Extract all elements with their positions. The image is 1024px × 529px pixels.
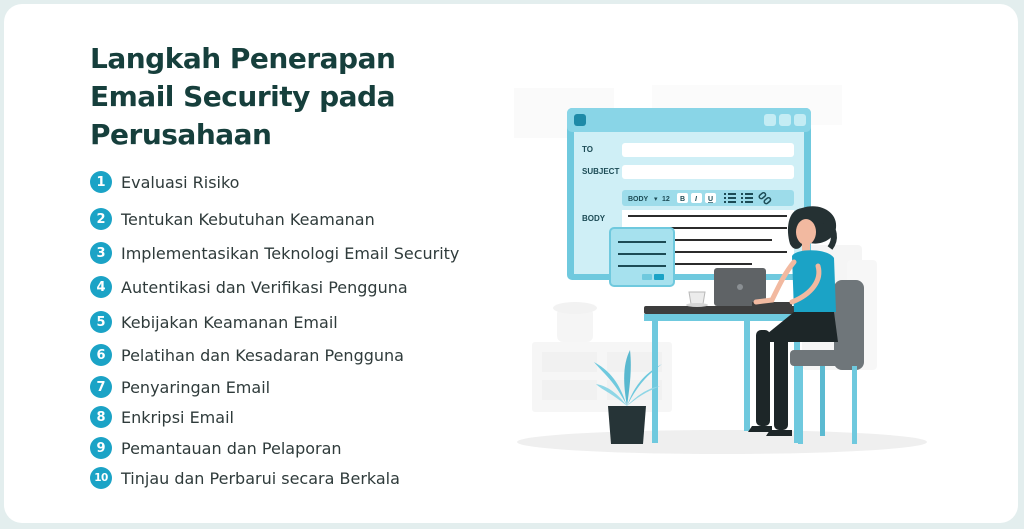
step-number-badge: 1: [90, 171, 112, 193]
page-title: Langkah Penerapan Email Security pada Pe…: [90, 40, 396, 154]
desk: [644, 306, 806, 443]
bold-button: B: [680, 196, 685, 203]
step-label: Pemantauan dan Pelaporan: [121, 438, 342, 458]
person: [748, 206, 838, 436]
step-label: Implementasikan Teknologi Email Security: [121, 243, 460, 263]
step-label: Evaluasi Risiko: [121, 172, 240, 192]
italic-button: I: [695, 196, 698, 203]
step-label: Enkripsi Email: [121, 407, 234, 427]
step-item: 10 Tinjau dan Perbarui secara Berkala: [90, 467, 400, 489]
step-label: Penyaringan Email: [121, 377, 271, 397]
step-item: 1 Evaluasi Risiko: [90, 171, 239, 193]
laptop-icon: [714, 268, 792, 306]
toolbar-style: BODY: [628, 196, 649, 203]
toolbar-size: 12: [662, 196, 670, 203]
email-window: TO SUBJECT BODY ▾ 12 B I U: [567, 108, 811, 287]
step-label: Autentikasi dan Verifikasi Pengguna: [121, 277, 408, 297]
title-line-1: Langkah Penerapan: [90, 42, 396, 75]
step-label: Kebijakan Keamanan Email: [121, 312, 338, 332]
step-number-badge: 3: [90, 242, 112, 264]
body-label: BODY: [582, 214, 606, 223]
step-label: Pelatihan dan Kesadaran Pengguna: [121, 345, 404, 365]
title-line-2: Email Security pada: [90, 80, 396, 113]
step-label: Tentukan Kebutuhan Keamanan: [121, 209, 375, 229]
step-number-badge: 9: [90, 437, 112, 459]
step-label: Tinjau dan Perbarui secara Berkala: [121, 468, 400, 488]
step-item: 3 Implementasikan Teknologi Email Securi…: [90, 242, 459, 264]
underline-button: U: [708, 196, 713, 203]
popup-card: [609, 227, 675, 287]
cup-icon: [686, 291, 708, 307]
infographic-card: Langkah Penerapan Email Security pada Pe…: [4, 4, 1018, 523]
step-number-badge: 4: [90, 276, 112, 298]
title-line-3: Perusahaan: [90, 118, 272, 151]
list-icon: [724, 193, 736, 203]
to-label: TO: [582, 145, 593, 154]
step-number-badge: 8: [90, 406, 112, 428]
step-item: 2 Tentukan Kebutuhan Keamanan: [90, 208, 375, 230]
chair: [790, 280, 864, 444]
step-item: 7 Penyaringan Email: [90, 376, 270, 398]
step-item: 5 Kebijakan Keamanan Email: [90, 311, 338, 333]
step-number-badge: 2: [90, 208, 112, 230]
step-number-badge: 6: [90, 344, 112, 366]
step-item: 9 Pemantauan dan Pelaporan: [90, 437, 342, 459]
link-icon: [758, 191, 772, 205]
subject-label: SUBJECT: [582, 167, 619, 176]
step-number-badge: 7: [90, 376, 112, 398]
step-number-badge: 10: [90, 467, 112, 489]
floor-shadow: [517, 430, 927, 454]
step-item: 6 Pelatihan dan Kesadaran Pengguna: [90, 344, 404, 366]
step-item: 8 Enkripsi Email: [90, 406, 234, 428]
step-item: 4 Autentikasi dan Verifikasi Pengguna: [90, 276, 408, 298]
toolbar-chevron-icon: ▾: [654, 196, 658, 203]
step-number-badge: 5: [90, 311, 112, 333]
plant-icon: [594, 350, 662, 444]
email-security-illustration: TO SUBJECT BODY ▾ 12 B I U: [514, 85, 927, 454]
to-field: [622, 143, 794, 157]
list-icon: [741, 193, 753, 203]
subject-field: [622, 165, 794, 179]
